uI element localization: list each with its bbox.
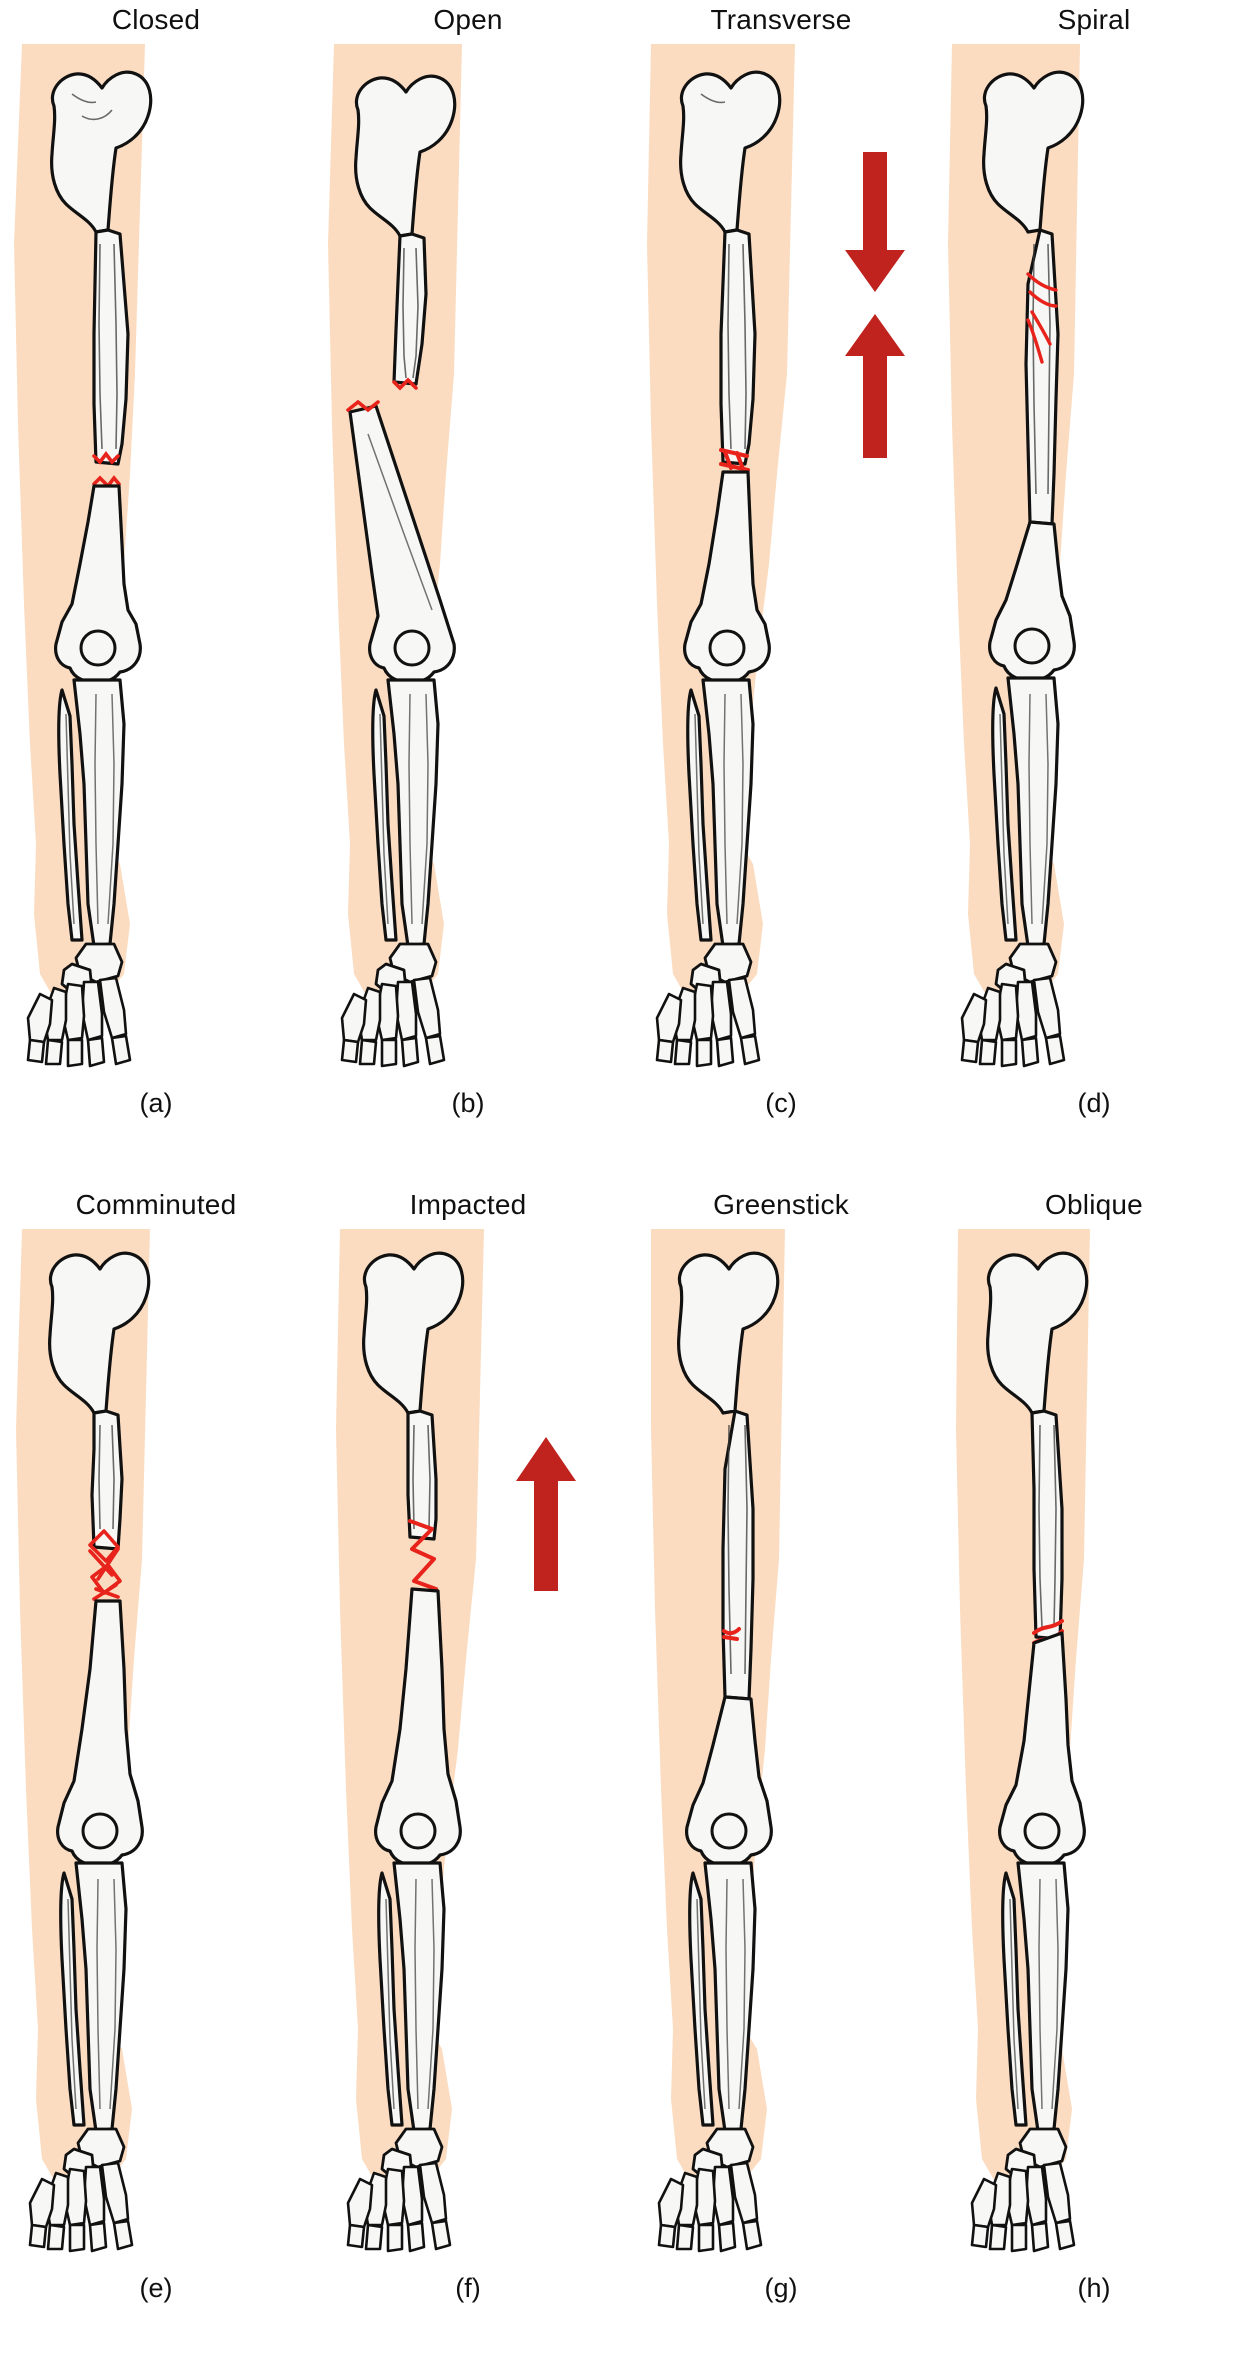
panel-caption-h: (h) [1077, 2273, 1111, 2303]
foot-bones [960, 976, 1066, 1068]
femur-shading [71, 93, 118, 450]
panel-caption-f: (f) [455, 2273, 481, 2303]
fracture-line-transverse [719, 448, 750, 472]
panel-caption-b: (b) [451, 1088, 485, 1118]
figure-row-1: Closed [0, 0, 1250, 1140]
fracture-greenstick [722, 1627, 741, 1641]
panel-title-open: Open [433, 4, 503, 35]
patella [81, 1812, 119, 1850]
panel-title-closed: Closed [111, 4, 201, 35]
patella [1023, 1812, 1061, 1850]
patella [1013, 627, 1051, 665]
illustration-impacted [312, 1229, 624, 2259]
panel-title-transverse: Transverse [710, 4, 852, 35]
panel-title-comminuted: Comminuted [75, 1189, 237, 1220]
panel-title-greenstick: Greenstick [713, 1189, 849, 1220]
panel-title-spiral: Spiral [1057, 4, 1131, 35]
panel-title-oblique: Oblique [1045, 1189, 1143, 1220]
illustration-greenstick [625, 1229, 937, 2259]
panel-transverse: Transverse [625, 0, 937, 1140]
panel-caption-c: (c) [765, 1088, 797, 1118]
femur-proximal [50, 70, 153, 466]
fracture-line-upper [392, 377, 418, 391]
patella [399, 1812, 437, 1850]
foot-bones [28, 2161, 134, 2253]
panel-caption-d: (d) [1077, 1088, 1111, 1118]
figure-row-2: Comminuted [0, 1185, 1250, 2325]
illustration-closed [0, 44, 312, 1074]
panel-spiral: Spiral [938, 0, 1250, 1140]
foot-bones [340, 976, 446, 1068]
illustration-open [312, 44, 624, 1074]
panel-comminuted: Comminuted [0, 1185, 312, 2325]
panel-caption-g: (g) [764, 2273, 798, 2303]
patella [710, 1812, 748, 1850]
foot-bones [26, 976, 132, 1068]
panel-caption-e: (e) [139, 2273, 173, 2303]
panel-oblique: Oblique [938, 1185, 1250, 2325]
arrow-up-icon [516, 1437, 576, 1591]
panel-caption-a: (a) [139, 1088, 173, 1118]
foot-bones [970, 2161, 1076, 2253]
illustration-spiral [938, 44, 1250, 1074]
tibia-shading [65, 693, 115, 925]
patella [79, 629, 117, 667]
arrow-up-icon [845, 314, 905, 458]
fracture-comminuted [88, 1529, 122, 1601]
patella [708, 629, 746, 667]
panel-impacted: Impacted [312, 1185, 624, 2325]
panel-greenstick: Greenstick [625, 1185, 937, 2325]
illustration-comminuted [0, 1229, 312, 2259]
foot-bones [346, 2161, 452, 2253]
arrow-down-icon [845, 152, 905, 292]
fracture-line-spiral [1026, 272, 1058, 364]
fracture-impacted [408, 1519, 438, 1591]
foot-bones [655, 976, 761, 1068]
femur-proximal-displaced [354, 74, 457, 386]
fracture-line-lower [346, 399, 380, 413]
panel-open: Open [312, 0, 624, 1140]
femur-shading [402, 247, 419, 379]
illustration-oblique [938, 1229, 1250, 2259]
illustration-transverse [625, 44, 937, 1074]
foot-bones [657, 2161, 763, 2253]
patella [393, 629, 431, 667]
panel-closed: Closed [0, 0, 312, 1140]
panel-title-impacted: Impacted [409, 1189, 527, 1220]
